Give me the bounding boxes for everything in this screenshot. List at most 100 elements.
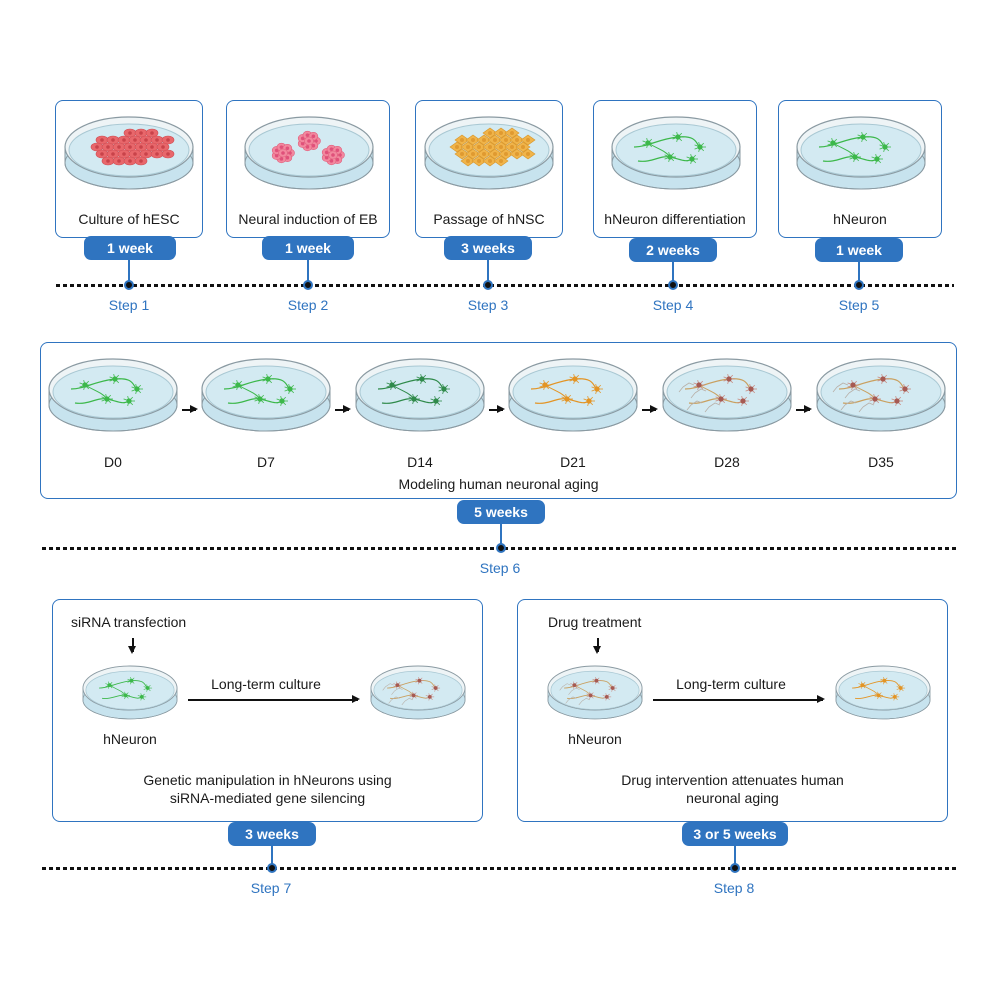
petri-dish-start xyxy=(547,665,643,720)
petri-dish-d7 xyxy=(201,358,331,432)
step3-card: Passage of hNSC xyxy=(415,100,563,238)
start-label: hNeuron xyxy=(103,731,157,747)
mid_neuron-cells xyxy=(377,374,450,406)
eb-cells xyxy=(271,130,345,166)
siRNA-treatment-label: siRNA transfection xyxy=(71,614,187,630)
step3-caption: Passage of hNSC xyxy=(433,211,545,227)
step1-caption: Culture of hESC xyxy=(78,211,180,227)
arrow-d21-d28 xyxy=(642,406,658,412)
long-term-label: Long-term culture xyxy=(676,676,786,692)
step7-connector xyxy=(271,846,273,868)
arrow-d0-d7 xyxy=(182,406,198,412)
old_neuron-cells xyxy=(832,374,911,413)
step7-card: siRNA transfection hNeuron Long-term cul… xyxy=(52,599,483,822)
step2-label: Step 2 xyxy=(287,297,329,313)
step1-duration-badge: 1 week xyxy=(84,236,176,260)
step6-connector xyxy=(500,524,502,548)
young_neuron-cells xyxy=(99,677,153,701)
step7-description-line1: Genetic manipulation in hNeurons using xyxy=(143,772,392,788)
aging_neuron-cells xyxy=(852,677,906,701)
petri-dish-d28 xyxy=(662,358,792,432)
petri-dish-end xyxy=(370,665,466,720)
day-label-d7: D7 xyxy=(257,454,275,470)
day-label-d0: D0 xyxy=(104,454,122,470)
petri-dish-d0 xyxy=(48,358,178,432)
start-label: hNeuron xyxy=(568,731,622,747)
step5-marker xyxy=(854,280,864,290)
step3-marker xyxy=(483,280,493,290)
arrow-d14-d21 xyxy=(489,406,505,412)
step2-caption: Neural induction of EB xyxy=(238,211,378,227)
step5-caption: hNeuron xyxy=(833,211,887,227)
step2-connector xyxy=(307,260,309,284)
step3-connector xyxy=(487,260,489,284)
aging-card: D0 D7 D14 D21 D28 D35 Modeling human neu… xyxy=(40,342,957,499)
step8-connector xyxy=(734,846,736,868)
step2-card: Neural induction of EB xyxy=(226,100,390,238)
step6-marker xyxy=(496,543,506,553)
step7-marker xyxy=(267,863,277,873)
step5-label: Step 5 xyxy=(838,297,880,313)
step1-marker xyxy=(124,280,134,290)
step4-label: Step 4 xyxy=(652,297,694,313)
treatment-arrow-icon xyxy=(594,638,600,654)
long-term-arrow xyxy=(188,696,360,702)
step1-card: Culture of hESC xyxy=(55,100,203,238)
petri-dish-d35 xyxy=(816,358,946,432)
arrow-d7-d14 xyxy=(335,406,351,412)
young_neuron-cells xyxy=(818,132,891,164)
step1-label: Step 1 xyxy=(108,297,150,313)
step3-duration-badge: 3 weeks xyxy=(444,236,532,260)
step8-label: Step 8 xyxy=(713,880,755,896)
petri-dish-end xyxy=(835,665,931,720)
step5-duration-badge: 1 week xyxy=(815,238,903,262)
step8-description-line2: neuronal aging xyxy=(686,790,779,806)
young_neuron-cells xyxy=(223,374,296,406)
arrow-d28-d35 xyxy=(796,406,812,412)
timeline-top xyxy=(56,284,954,287)
day-label-d21: D21 xyxy=(560,454,586,470)
old_neuron-cells xyxy=(382,677,441,706)
old_neuron-cells xyxy=(678,374,757,413)
step8-marker xyxy=(730,863,740,873)
petri-dish-start xyxy=(82,665,178,720)
aging_neuron-cells xyxy=(530,374,603,406)
day-label-d28: D28 xyxy=(714,454,740,470)
hesc-cells xyxy=(90,128,175,166)
hnsc-cells xyxy=(449,127,536,167)
young_neuron-cells xyxy=(70,374,143,406)
young_neuron-cells xyxy=(633,132,706,164)
step6-label: Step 6 xyxy=(479,560,521,576)
petri-dish-hneuron xyxy=(796,116,926,190)
step4-card: hNeuron differentiation xyxy=(593,100,757,238)
step8-card: Drug treatment hNeuron Long-term culture… xyxy=(517,599,948,822)
aging-title: Modeling human neuronal aging xyxy=(398,476,599,492)
petri-dish-hneuron-diff xyxy=(611,116,741,190)
old_neuron-cells xyxy=(559,677,618,706)
drug-treatment-label: Drug treatment xyxy=(548,614,642,630)
day-label-d35: D35 xyxy=(868,454,894,470)
step3-label: Step 3 xyxy=(467,297,509,313)
step4-connector xyxy=(672,262,674,284)
step8-description-line1: Drug intervention attenuates human xyxy=(621,772,844,788)
step2-duration-badge: 1 week xyxy=(262,236,354,260)
step4-marker xyxy=(668,280,678,290)
step5-card: hNeuron xyxy=(778,100,942,238)
long-term-label: Long-term culture xyxy=(211,676,321,692)
step1-connector xyxy=(128,260,130,284)
step4-caption: hNeuron differentiation xyxy=(604,211,746,227)
step5-connector xyxy=(858,262,860,284)
step4-duration-badge: 2 weeks xyxy=(629,238,717,262)
step6-duration-badge: 5 weeks xyxy=(457,500,545,524)
step7-label: Step 7 xyxy=(250,880,292,896)
day-label-d14: D14 xyxy=(407,454,433,470)
step7-description-line2: siRNA-mediated gene silencing xyxy=(169,790,366,806)
petri-dish-d21 xyxy=(508,358,638,432)
step7-duration-badge: 3 weeks xyxy=(228,822,316,846)
petri-dish-hesc xyxy=(64,116,194,190)
timeline-bottom xyxy=(42,867,956,870)
petri-dish-d14 xyxy=(355,358,485,432)
step2-marker xyxy=(303,280,313,290)
petri-dish-eb xyxy=(244,116,374,190)
long-term-arrow xyxy=(653,696,825,702)
